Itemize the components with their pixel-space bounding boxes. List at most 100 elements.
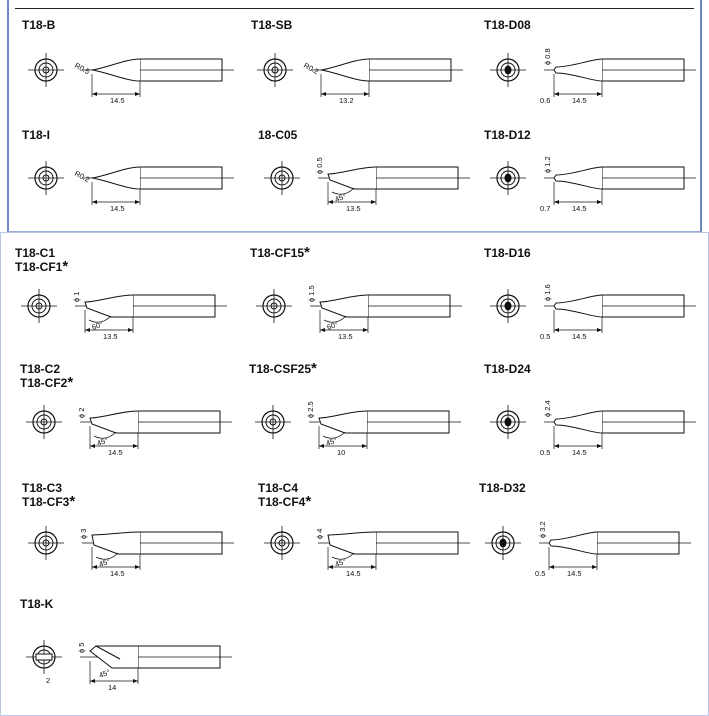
angle-dimension: 60° bbox=[91, 320, 105, 332]
angle-arc bbox=[94, 432, 116, 438]
diameter-dimension: ϕ 2 bbox=[77, 408, 86, 418]
star-mark: * bbox=[305, 493, 312, 510]
width-dimension: ϕ 1.6 bbox=[543, 284, 552, 301]
tip-name: T18-B bbox=[22, 18, 55, 32]
end-view-tip-circle bbox=[43, 67, 49, 73]
tip-name-line: T18-D08 bbox=[484, 18, 531, 32]
end-view-outer-circle bbox=[35, 532, 57, 554]
arrow-head bbox=[92, 200, 97, 204]
end-view-inner-circle bbox=[275, 536, 289, 550]
tip-profile bbox=[554, 59, 602, 81]
tip-name-line: T18-C1 bbox=[15, 246, 56, 260]
radius-dimension: R0.2 bbox=[73, 169, 91, 184]
angle-arc bbox=[324, 316, 346, 322]
end-view-chisel-face bbox=[504, 173, 512, 183]
arrow-head bbox=[328, 200, 333, 204]
radius-dimension: R0.2 bbox=[302, 61, 320, 76]
end-view-outer-circle bbox=[262, 411, 284, 433]
tip-name: T18-D12 bbox=[484, 128, 531, 142]
star-mark: * bbox=[69, 493, 76, 510]
arrow-head bbox=[135, 200, 140, 204]
end-view-outer-circle bbox=[35, 167, 57, 189]
thickness-dimension: 0.5 bbox=[535, 569, 545, 578]
arrow-head bbox=[133, 444, 138, 448]
end-view-outer-circle bbox=[492, 532, 514, 554]
tip-drawing: 14.5ϕ 445° bbox=[258, 481, 478, 578]
tip-name-line: T18-B bbox=[22, 18, 56, 32]
arrow-head bbox=[135, 565, 140, 569]
arrow-head bbox=[133, 679, 138, 683]
tip-name-line: T18-C3 bbox=[22, 481, 63, 495]
end-view-inner-circle bbox=[268, 63, 282, 77]
length-dimension: 14.5 bbox=[110, 569, 125, 578]
tip-name-line: T18-CF3 bbox=[22, 495, 70, 509]
tip-profile bbox=[92, 532, 140, 554]
end-view-outer-circle bbox=[271, 167, 293, 189]
end-view-tip-circle bbox=[279, 540, 285, 546]
tip-name-line: T18-SB bbox=[251, 18, 293, 32]
length-dimension: 14.5 bbox=[572, 448, 587, 457]
thickness-dimension: 0.5 bbox=[540, 332, 550, 341]
length-dimension: 14.5 bbox=[346, 569, 361, 578]
end-view-outer-circle bbox=[497, 59, 519, 81]
tip-profile bbox=[92, 167, 140, 189]
angle-dimension: 45° bbox=[98, 557, 112, 569]
arrow-head bbox=[597, 328, 602, 332]
tip-drawing: 14.5ϕ 345° bbox=[22, 481, 242, 578]
end-view-inner-circle bbox=[32, 299, 46, 313]
end-view-inner-circle bbox=[266, 415, 280, 429]
top-rule bbox=[15, 8, 694, 9]
tip-drawing: 14.5R0.5 bbox=[22, 18, 242, 105]
tip-name-line: T18-CSF25 bbox=[249, 362, 312, 376]
angle-dimension: 60° bbox=[326, 320, 340, 332]
end-view-inner-circle bbox=[39, 171, 53, 185]
end-view-outer-circle bbox=[263, 295, 285, 317]
end-view-inner-circle bbox=[501, 171, 515, 185]
end-view-inner-circle bbox=[39, 63, 53, 77]
end-view-tip-circle bbox=[43, 540, 49, 546]
tip-profile bbox=[554, 411, 602, 433]
length-dimension: 13.5 bbox=[338, 332, 353, 341]
length-dimension: 14.5 bbox=[572, 96, 587, 105]
arrow-head bbox=[92, 92, 97, 96]
tip-name: T18-CF15* bbox=[250, 245, 310, 260]
end-view-outer-circle bbox=[497, 167, 519, 189]
angle-arc bbox=[96, 553, 118, 559]
tip-drawing: 14.5ϕ 3.20.5 bbox=[479, 521, 699, 578]
arrow-head bbox=[328, 565, 333, 569]
arrow-head bbox=[362, 444, 367, 448]
tip-profile bbox=[328, 532, 376, 554]
tip-name: T18-CSF25* bbox=[249, 361, 317, 376]
end-view-inner-circle bbox=[501, 415, 515, 429]
blade-dimension: 2 bbox=[46, 676, 50, 685]
end-view-outer-circle bbox=[33, 411, 55, 433]
tip-drawing: 14.5ϕ 0.80.6 bbox=[484, 48, 704, 105]
tip-profile bbox=[85, 295, 133, 317]
end-view-tip-circle bbox=[41, 419, 47, 425]
tip-name-line: T18-K bbox=[20, 597, 54, 611]
tip-name-line: T18-CF2 bbox=[20, 376, 68, 390]
tip-profile bbox=[90, 411, 138, 433]
length-dimension: 13.5 bbox=[346, 204, 361, 213]
diameter-dimension: ϕ 0.5 bbox=[315, 157, 324, 174]
tip-name-line: T18-CF15 bbox=[250, 246, 305, 260]
tip-profile bbox=[319, 411, 367, 433]
length-dimension: 10 bbox=[337, 448, 345, 457]
tip-profile bbox=[320, 295, 368, 317]
arrow-head bbox=[597, 200, 602, 204]
end-view-outer-circle bbox=[497, 295, 519, 317]
length-dimension: 14.5 bbox=[572, 332, 587, 341]
end-view-outer-circle bbox=[271, 532, 293, 554]
